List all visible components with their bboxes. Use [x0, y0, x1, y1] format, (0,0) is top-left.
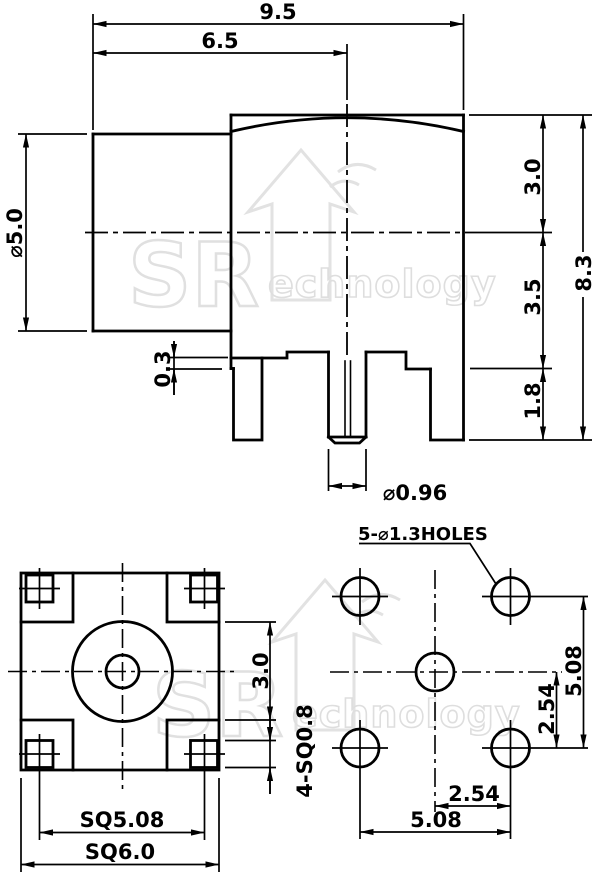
dim-overall-height-label: 8.3	[572, 254, 596, 291]
dim-barrel-diameter-label: ⌀5.0	[3, 208, 27, 258]
dim-pin-pitch-label: SQ5.08	[80, 808, 165, 832]
dim-body-width-label: 6.5	[201, 29, 238, 53]
front-view: 3.0 4-SQ0.8 SQ5.08 SQ6.0	[8, 563, 317, 872]
dim-boss-gap-label: 3.0	[249, 652, 273, 689]
dim-pin-diameter-label: ⌀0.96	[383, 481, 447, 505]
footprint-view: 5-⌀1.3HOLES 5.08 2.54 2.54 5.08	[330, 524, 588, 839]
dim-pin-square-label: 4-SQ0.8	[293, 704, 317, 798]
watermark-bottom	[150, 578, 523, 759]
dim-standoff-label: 0.3	[151, 350, 175, 387]
dim-pitch-vertical-label: 5.08	[562, 645, 586, 697]
dim-body-square-label: SQ6.0	[85, 840, 155, 864]
dim-pin-length-label: 1.8	[521, 382, 545, 419]
dim-center-to-base-label: 3.5	[521, 278, 545, 315]
dim-half-pitch-vertical-label: 2.54	[535, 683, 559, 735]
dim-top-to-center-label: 3.0	[521, 158, 545, 195]
side-view-dimensions: 9.5 6.5 ⌀5.0 3.0 3.5 1.8 8.3 0.3 ⌀0.96	[3, 0, 596, 505]
dim-half-pitch-horizontal-label: 2.54	[448, 782, 500, 806]
front-view-centerlines	[8, 563, 237, 840]
footprint-holes	[330, 568, 588, 839]
watermark-top	[126, 148, 499, 329]
leader-line	[359, 542, 497, 585]
dim-pitch-horizontal-label: 5.08	[410, 808, 462, 832]
dim-overall-width-label: 9.5	[259, 0, 296, 24]
side-view: 9.5 6.5 ⌀5.0 3.0 3.5 1.8 8.3 0.3 ⌀0.96	[3, 0, 596, 505]
side-view-centerlines	[85, 104, 477, 360]
footprint-dimensions: 5.08 2.54 2.54 5.08	[359, 596, 587, 836]
front-view-dimensions: 3.0 4-SQ0.8 SQ5.08 SQ6.0	[20, 621, 317, 872]
holes-label: 5-⌀1.3HOLES	[358, 524, 488, 545]
footprint-label: 5-⌀1.3HOLES	[358, 524, 497, 585]
